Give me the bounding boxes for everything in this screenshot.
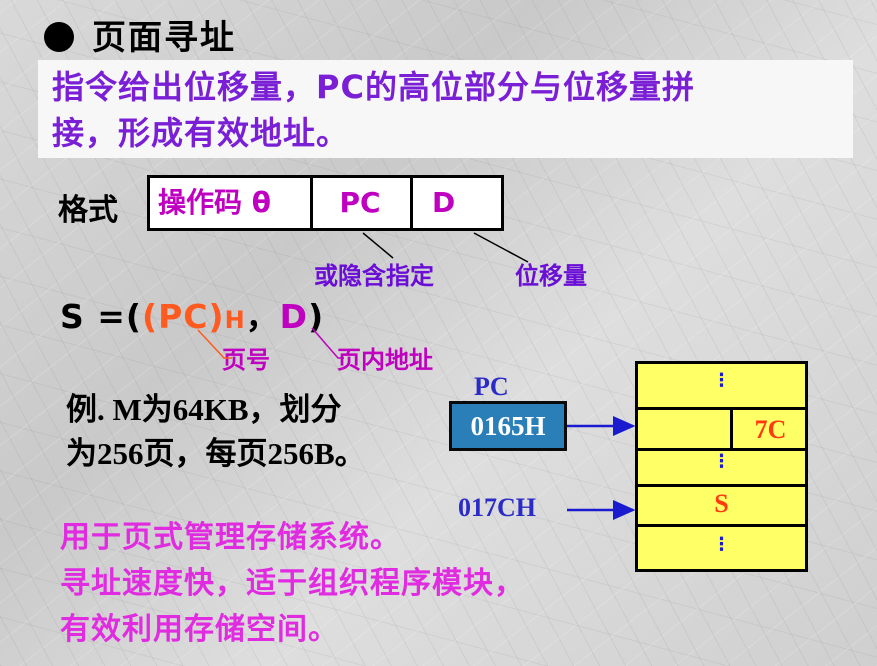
bullet-icon xyxy=(44,22,74,52)
pointer-page-offset xyxy=(311,327,344,359)
summary-line-2: 寻址速度快，适于组织程序模块， xyxy=(60,566,525,601)
memory-divider xyxy=(638,407,805,410)
instruction-format-box: 操作码 θ PC D xyxy=(147,175,504,231)
memory-divider xyxy=(638,484,805,487)
formula-prefix: S =( xyxy=(60,297,142,336)
field-divider xyxy=(310,178,313,228)
memory-cell-7c: 7C xyxy=(730,410,808,448)
field-opcode: 操作码 θ xyxy=(158,186,271,219)
format-label: 格式 xyxy=(58,193,118,228)
formula-pc: (PC) xyxy=(142,297,225,336)
slide-title: 页面寻址 xyxy=(92,18,236,58)
memory-divider xyxy=(638,448,805,451)
summary-line-3: 有效利用存储空间。 xyxy=(60,612,339,647)
description-line-2: 接，形成有效地址。 xyxy=(52,114,350,152)
example-line-2: 为256页，每页256B。 xyxy=(66,436,366,471)
memory-cell-s: S xyxy=(714,489,729,518)
example-text: 例. M为64KB，划分 为256页，每页256B。 xyxy=(66,388,406,476)
pc-label: PC xyxy=(474,372,509,401)
callout-line-d xyxy=(473,232,529,263)
formula-comma: ， xyxy=(245,297,280,336)
memory-divider xyxy=(638,524,805,527)
callout-implicit: 或隐含指定 xyxy=(314,262,434,290)
callout-displacement: 位移量 xyxy=(515,262,587,290)
effective-address: 017CH xyxy=(458,493,536,522)
pc-register: 0165H xyxy=(449,401,567,451)
summary-line-1: 用于页式管理存储系统。 xyxy=(60,520,401,555)
description-text: 指令给出位移量，PC的高位部分与位移量拼 接，形成有效地址。 xyxy=(52,64,852,156)
label-page-offset: 页内地址 xyxy=(337,346,433,374)
formula-suffix: ) xyxy=(308,297,325,336)
summary-text: 用于页式管理存储系统。 寻址速度快，适于组织程序模块， 有效利用存储空间。 xyxy=(60,515,525,653)
callout-line-pc xyxy=(362,232,394,259)
pointer-page-number xyxy=(197,329,232,359)
formula-d: D xyxy=(279,297,309,336)
memory-block: ⋮ 7C ⋮ S ⋮ xyxy=(635,361,808,572)
description-line-1: 指令给出位移量，PC的高位部分与位移量拼 xyxy=(52,68,695,106)
field-displacement: D xyxy=(432,186,456,219)
example-line-1: 例. M为64KB，划分 xyxy=(66,392,342,427)
field-divider xyxy=(410,178,413,228)
address-formula: S =((PC)H，D) xyxy=(60,290,324,338)
description-panel xyxy=(38,60,853,158)
field-pc: PC xyxy=(339,186,381,219)
label-page-number: 页号 xyxy=(222,346,270,374)
formula-pc-high: H xyxy=(224,306,246,334)
